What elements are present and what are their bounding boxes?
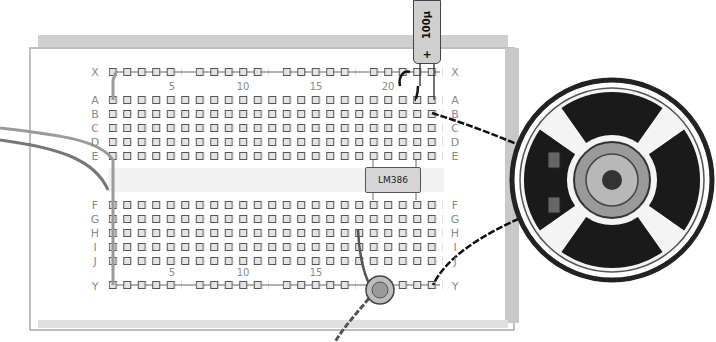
- speaker-sector: [524, 130, 575, 231]
- row-letter: J: [93, 256, 96, 267]
- jumper-wire: [400, 72, 410, 86]
- speaker-dome: [602, 170, 622, 190]
- speaker-sector: [562, 217, 663, 268]
- row-letter: G: [91, 214, 100, 225]
- column-number: 15: [310, 82, 323, 92]
- board-bottom-edge: [38, 320, 508, 328]
- column-number: 15: [310, 268, 323, 278]
- board-frame: [30, 48, 514, 330]
- row-letter: D: [451, 137, 459, 148]
- capacitor-leg: [419, 64, 421, 86]
- row-letter: A: [451, 95, 459, 106]
- row-letter: E: [452, 151, 459, 162]
- row-letter: D: [91, 137, 99, 148]
- speaker-terminal: [548, 152, 560, 168]
- speaker-frame: [512, 80, 712, 280]
- row-letter: J: [453, 256, 456, 267]
- speaker-sector: [562, 92, 663, 143]
- polarity-mark: +: [422, 49, 431, 60]
- row-letter: C: [451, 123, 459, 134]
- jumper-wire: [416, 86, 418, 100]
- column-number: 10: [237, 268, 250, 278]
- center-channel: [108, 168, 444, 192]
- row-letter: X: [91, 67, 99, 78]
- row-letter: I: [453, 242, 456, 253]
- speaker-cone: [574, 142, 650, 218]
- row-letter: X: [451, 67, 459, 78]
- rail-holes: [196, 68, 269, 76]
- pot-wire: [335, 292, 374, 342]
- row-letter: H: [91, 228, 99, 239]
- supply-wire: [0, 128, 113, 285]
- column-number: 5: [169, 268, 175, 278]
- capacitor-value: 100µ: [422, 11, 432, 39]
- potentiometer-knob: [372, 282, 388, 298]
- supply-wire: [0, 140, 108, 190]
- row-letter: E: [92, 151, 99, 162]
- rail-holes: [283, 68, 356, 76]
- speaker-cone: [586, 154, 638, 206]
- row-letter: A: [91, 95, 99, 106]
- row-letter: I: [93, 242, 96, 253]
- terminal-holes: [109, 96, 443, 160]
- column-number: 5: [169, 82, 175, 92]
- speaker-terminal: [548, 197, 560, 213]
- column-number: 10: [237, 82, 250, 92]
- rail-holes: [109, 281, 182, 289]
- potentiometer-knob: [366, 276, 394, 304]
- row-letter: B: [91, 109, 99, 120]
- capacitor-body: 100µ +: [413, 0, 441, 64]
- row-letter: C: [91, 123, 99, 134]
- column-number: 20: [382, 82, 395, 92]
- capacitor-leg: [433, 64, 435, 100]
- row-letter: H: [451, 228, 459, 239]
- jumper-wire: [113, 72, 116, 100]
- rail-holes: [196, 281, 269, 289]
- row-letter: F: [92, 200, 98, 211]
- terminal-holes: [109, 201, 443, 265]
- speaker-sector: [649, 130, 700, 231]
- row-letter: B: [451, 109, 459, 120]
- row-letter: G: [451, 214, 460, 225]
- chip-label: LM386: [378, 176, 408, 185]
- chip-body: LM386: [365, 167, 421, 193]
- row-letter: Y: [92, 281, 99, 292]
- speaker-frame: [520, 88, 704, 272]
- row-letter: F: [452, 200, 458, 211]
- rail-holes: [109, 68, 182, 76]
- rail-holes: [283, 281, 356, 289]
- row-letter: Y: [452, 281, 459, 292]
